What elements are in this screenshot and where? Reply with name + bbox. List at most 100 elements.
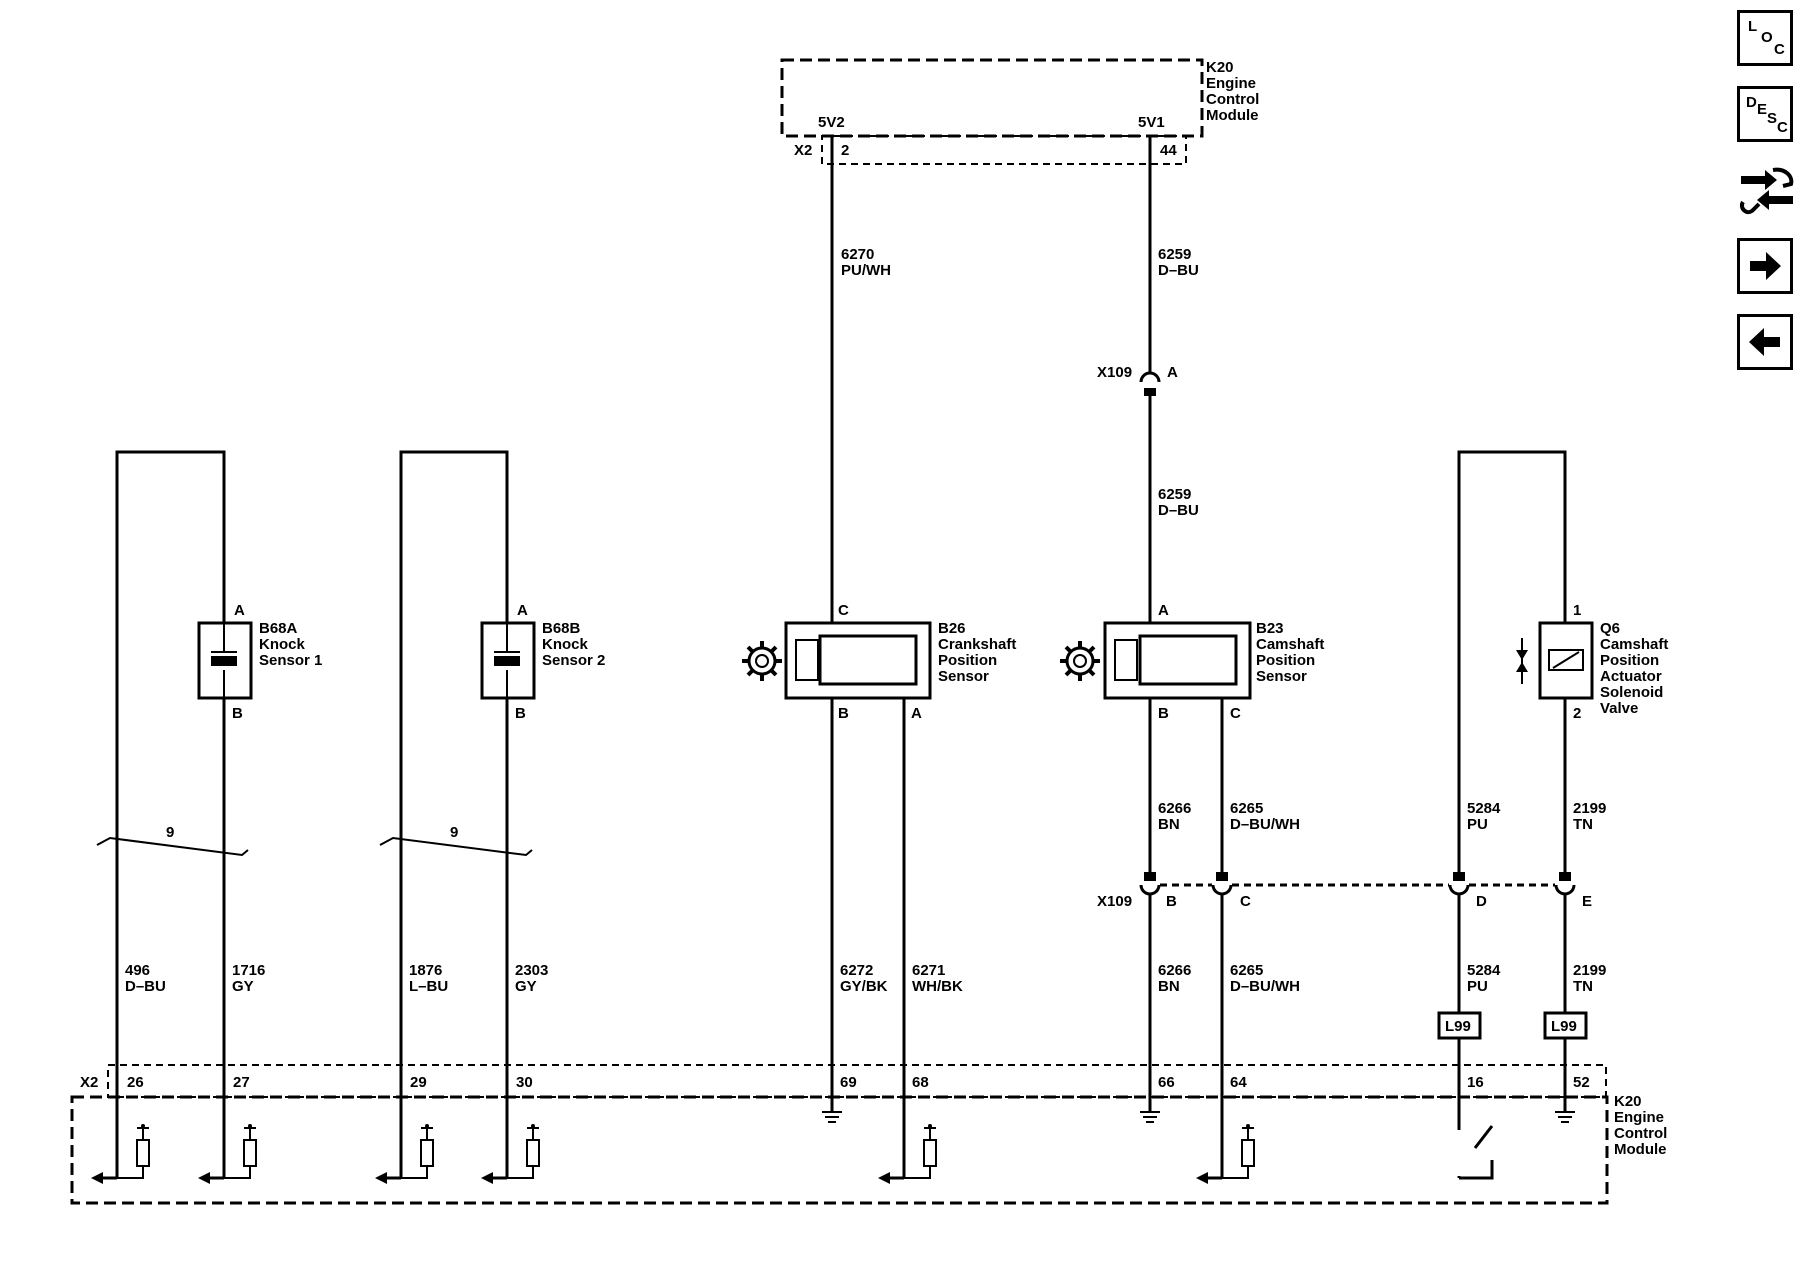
q6-line4: Solenoid (1600, 684, 1663, 701)
ground-icon-69 (822, 1111, 842, 1123)
x109-cavity-d: D (1476, 893, 1487, 910)
wire-6271-num: 6271 (912, 962, 945, 979)
wire-low-6265-color: D–BU/WH (1230, 978, 1300, 995)
wire-low-6265-num: 6265 (1230, 962, 1263, 979)
valve-arrow-down (1516, 650, 1528, 660)
b68b-line1: Knock (542, 636, 589, 653)
wire-2303-num: 2303 (515, 962, 548, 979)
twist-label-2: 9 (450, 824, 458, 841)
wire-mid-5284-color: PU (1467, 816, 1488, 833)
bottom-pin-64: 64 (1230, 1074, 1247, 1091)
x109-cavity-e: E (1582, 893, 1592, 910)
input-circuit-5 (1196, 1124, 1255, 1184)
ecm-top-line1: Engine (1206, 75, 1256, 92)
wire-mid-2199-color: TN (1573, 816, 1593, 833)
x109-a-terminal (1144, 388, 1156, 396)
gear-icon-crank (742, 641, 782, 681)
b23-line2: Position (1256, 652, 1315, 669)
next-page-button[interactable] (1737, 238, 1793, 294)
b26-ref: B26 (938, 620, 966, 637)
wire-1876-color: L–BU (409, 978, 448, 995)
previous-page-button[interactable] (1737, 314, 1793, 370)
input-circuit-3 (481, 1124, 540, 1184)
wire-496-num: 496 (125, 962, 150, 979)
top-circuit-5v1: 5V1 (1138, 114, 1165, 131)
option-l99-2: L99 (1551, 1018, 1577, 1035)
b23-ref: B23 (1256, 620, 1284, 637)
b68a-line2: Sensor 1 (259, 652, 322, 669)
arrow-left-icon (1749, 328, 1780, 356)
wire-mid-6266-color: BN (1158, 816, 1180, 833)
wire-1876-num: 1876 (409, 962, 442, 979)
input-circuit-1 (198, 1124, 257, 1184)
wire-6272-num: 6272 (840, 962, 873, 979)
b68b-pin-a: A (517, 602, 528, 619)
x109-d-terminal (1453, 872, 1465, 881)
bottom-pin-26: 26 (127, 1074, 144, 1091)
desc-letter-c: C (1777, 119, 1788, 136)
x109-c-terminal (1216, 872, 1228, 881)
wire-6272-color: GY/BK (840, 978, 888, 995)
gear-icon-cam (1060, 641, 1100, 681)
x109-cavity-c: C (1240, 893, 1251, 910)
x109-cavity-b: B (1166, 893, 1177, 910)
b68b-pin-b: B (515, 705, 526, 722)
camshaft-sensor (1103, 136, 1252, 875)
option-l99-1: L99 (1445, 1018, 1471, 1035)
bottom-connector-label: X2 (80, 1074, 98, 1091)
desc-letter-s: S (1767, 110, 1778, 127)
loc-button[interactable]: L O C (1737, 10, 1793, 66)
knock-sensor-1 (115, 450, 253, 1178)
x109-b-terminal (1144, 872, 1156, 881)
top-ecm-block: K20 Engine Control Module X2 5V2 5V1 2 4… (780, 58, 1259, 165)
bottom-pin-27: 27 (233, 1074, 250, 1091)
wire-6259-lower-num: 6259 (1158, 486, 1191, 503)
b68a-pin-b: B (232, 705, 243, 722)
desc-button[interactable]: D E S C (1737, 86, 1793, 142)
q6-pin-2: 2 (1573, 705, 1581, 722)
wire-6259-num: 6259 (1158, 246, 1191, 263)
wire-6270-color: PU/WH (841, 262, 891, 279)
arrow-right-icon (1750, 252, 1781, 280)
wire-mid-6266-num: 6266 (1158, 800, 1191, 817)
x109-e-terminal (1559, 872, 1571, 881)
x109-label-top: X109 (1097, 364, 1132, 381)
wire-low-2199-color: TN (1573, 978, 1593, 995)
crankshaft-sensor (784, 136, 932, 1178)
ecm-bottom-ref: K20 (1614, 1093, 1642, 1110)
q6-pin-1: 1 (1573, 602, 1581, 619)
b26-line3: Sensor (938, 668, 989, 685)
wire-6271-color: WH/BK (912, 978, 963, 995)
wire-1716-num: 1716 (232, 962, 265, 979)
b23-line1: Camshaft (1256, 636, 1324, 653)
twisted-pair-1 (96, 836, 249, 857)
ecm-top-line2: Control (1206, 91, 1259, 108)
wire-mid-6265-color: D–BU/WH (1230, 816, 1300, 833)
input-circuit-2 (375, 1124, 434, 1184)
x109-connector-row (1139, 883, 1576, 896)
wire-6259-color: D–BU (1158, 262, 1199, 279)
low-side-switch-icon (1457, 1125, 1494, 1180)
twist-label-1: 9 (166, 824, 174, 841)
wire-low-5284-num: 5284 (1467, 962, 1501, 979)
b68a-ref: B68A (259, 620, 298, 637)
ecm-input-circuits (91, 1124, 1255, 1184)
wire-low-5284-color: PU (1467, 978, 1488, 995)
b26-pin-b: B (838, 705, 849, 722)
wire-1716-color: GY (232, 978, 254, 995)
ecm-bottom-line3: Module (1614, 1141, 1667, 1158)
x109-label-bottom: X109 (1097, 893, 1132, 910)
b26-line2: Position (938, 652, 997, 669)
q6-line1: Camshaft (1600, 636, 1668, 653)
connector-wrench-button[interactable] (1737, 162, 1794, 218)
b26-pin-c: C (838, 602, 849, 619)
bottom-pin-52: 52 (1573, 1074, 1590, 1091)
q6-ref: Q6 (1600, 620, 1620, 637)
bottom-pin-30: 30 (516, 1074, 533, 1091)
b23-line3: Sensor (1256, 668, 1307, 685)
b26-line1: Crankshaft (938, 636, 1016, 653)
wire-mid-6265-num: 6265 (1230, 800, 1263, 817)
input-circuit-0 (91, 1124, 150, 1184)
wire-496-color: D–BU (125, 978, 166, 995)
knock-sensor-2 (399, 450, 536, 1178)
